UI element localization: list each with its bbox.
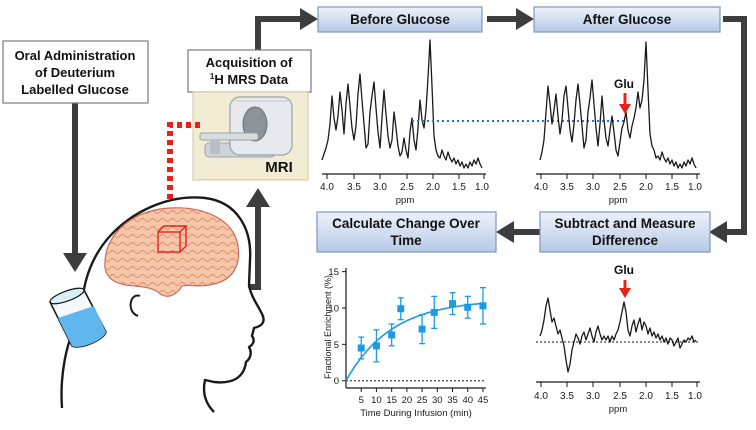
chart-y-tick-label: 5	[334, 340, 339, 351]
oral-box: Oral Administration of Deuterium Labelle…	[2, 40, 149, 104]
after-tick-label: 1.0	[688, 182, 702, 193]
difference-tick-label: 1.5	[665, 391, 679, 402]
after-tick-label: 3.0	[586, 182, 600, 193]
before-tick-label: 3.0	[373, 182, 387, 193]
glu-label-difference: Glu	[614, 263, 634, 277]
chart-y-label: Fractional Enrichment (%)	[323, 275, 333, 379]
difference-tick-label: 2.0	[639, 391, 653, 402]
before-tick-label: 3.5	[347, 182, 361, 193]
mri-label: MRI	[265, 159, 293, 176]
acq-label-1: Acquisition of	[206, 55, 293, 70]
calc-label-1: Calculate Change Over	[332, 216, 481, 231]
before-tick-label: 1.5	[452, 182, 466, 193]
chart-y-tick-label: 10	[328, 304, 339, 315]
chart-x-tick-label: 35	[447, 395, 458, 406]
chart-data-point	[388, 331, 396, 339]
chart-x-tick-label: 10	[371, 395, 382, 406]
arrowheads	[63, 8, 727, 272]
chart-fit-curve	[345, 302, 484, 382]
enrichment-chart: Fractional Enrichment (%) Time During In…	[323, 267, 488, 419]
after-tick-label: 4.0	[534, 182, 548, 193]
difference-tick-label: 4.0	[534, 391, 548, 402]
chart-y-tick-label: 15	[328, 267, 339, 278]
voxel-cube	[157, 225, 188, 253]
difference-tick-label: 1.0	[688, 391, 702, 402]
after-tick-label: 2.0	[639, 182, 653, 193]
oral-label-3: Labelled Glucose	[21, 82, 129, 97]
spectrum-difference-trace	[539, 297, 697, 373]
after-tick-label: 2.5	[613, 182, 627, 193]
glass-icon	[48, 287, 107, 348]
chart-data-point	[479, 302, 487, 310]
acq-label-2-text: H MRS Data	[214, 72, 288, 87]
difference-tick-label: 3.0	[586, 391, 600, 402]
arrow-after-to-subtract	[723, 16, 747, 235]
chart-y-tick-label: 0	[334, 376, 339, 387]
oral-label-1: Oral Administration	[15, 48, 136, 63]
arrowhead-subtract	[709, 221, 727, 243]
after-axis-ticks	[540, 174, 698, 179]
difference-axis-ticks	[540, 382, 698, 387]
spectrum-after-trace	[539, 41, 697, 169]
after-tick-label: 1.5	[665, 182, 679, 193]
after-box: After Glucose	[533, 6, 721, 33]
chart-data-point	[418, 325, 426, 333]
mri-table	[199, 132, 259, 141]
glu-arrow-difference	[619, 280, 631, 298]
chart-data-point	[357, 344, 365, 352]
ear	[129, 294, 141, 317]
difference-tick-label: 3.5	[560, 391, 574, 402]
oral-label-2: of Deuterium	[35, 65, 115, 80]
arrowhead-after	[516, 8, 534, 30]
acq-label-2: 1H MRS Data	[210, 72, 289, 87]
chart-data-point	[397, 305, 405, 313]
before-tick-label: 1.0	[475, 182, 489, 193]
glu-label-after: Glu	[614, 77, 634, 91]
difference-tick-label: 2.5	[613, 391, 627, 402]
arrowhead-acq	[246, 188, 270, 207]
spectrum-before: 4.0 3.5 3.0 2.5 2.0 1.5 1.0 ppm	[320, 39, 489, 206]
chart-x-tick-label: 40	[462, 395, 473, 406]
head-illustration	[48, 196, 265, 413]
chart-data-point	[449, 300, 457, 308]
spectrum-before-trace	[321, 39, 483, 169]
before-ppm-label: ppm	[396, 195, 415, 206]
after-ppm-label: ppm	[609, 195, 628, 206]
chart-data-point	[430, 308, 438, 316]
spectrum-after: 4.0 3.5 3.0 2.5 2.0 1.5 1.0 ppm Glu	[534, 41, 702, 206]
before-tick-label: 2.0	[426, 182, 440, 193]
calc-label-2: Time	[390, 233, 422, 248]
chart-data-point	[464, 303, 472, 311]
acq-superscript: 1	[210, 72, 215, 81]
before-tick-label: 2.5	[400, 182, 414, 193]
subtract-label-2: Difference	[592, 233, 659, 248]
before-axis-ticks	[326, 174, 485, 179]
chart-x-label: Time During Infusion (min)	[360, 408, 472, 419]
arrowhead-oral	[63, 253, 87, 272]
mri-scanner-illustration: MRI	[192, 91, 309, 181]
arrowhead-calc	[496, 221, 514, 243]
after-label: After Glucose	[583, 12, 672, 27]
chart-x-tick-label: 15	[386, 395, 397, 406]
acquisition-box: Acquisition of 1H MRS Data	[187, 49, 312, 93]
after-tick-label: 3.5	[560, 182, 574, 193]
chart-x-tick-label: 45	[478, 395, 489, 406]
before-box: Before Glucose	[317, 6, 483, 33]
calculate-box: Calculate Change Over Time	[316, 211, 497, 253]
subtract-label-1: Subtract and Measure	[554, 216, 696, 231]
chart-x-tick-label: 5	[359, 395, 364, 406]
chart-x-tick-label: 20	[402, 395, 413, 406]
subtract-box: Subtract and Measure Difference	[539, 211, 711, 253]
chart-data-point	[372, 342, 380, 350]
spectrum-difference: 4.0 3.5 3.0 2.5 2.0 1.5 1.0 ppm Glu	[534, 263, 702, 415]
chart-x-tick-label: 30	[432, 395, 443, 406]
arrowhead-before	[300, 8, 318, 30]
difference-ppm-label: ppm	[609, 404, 628, 415]
glu-arrow-after	[619, 93, 631, 114]
chart-x-tick-label: 25	[417, 395, 428, 406]
before-label: Before Glucose	[350, 12, 450, 27]
before-tick-label: 4.0	[320, 182, 334, 193]
